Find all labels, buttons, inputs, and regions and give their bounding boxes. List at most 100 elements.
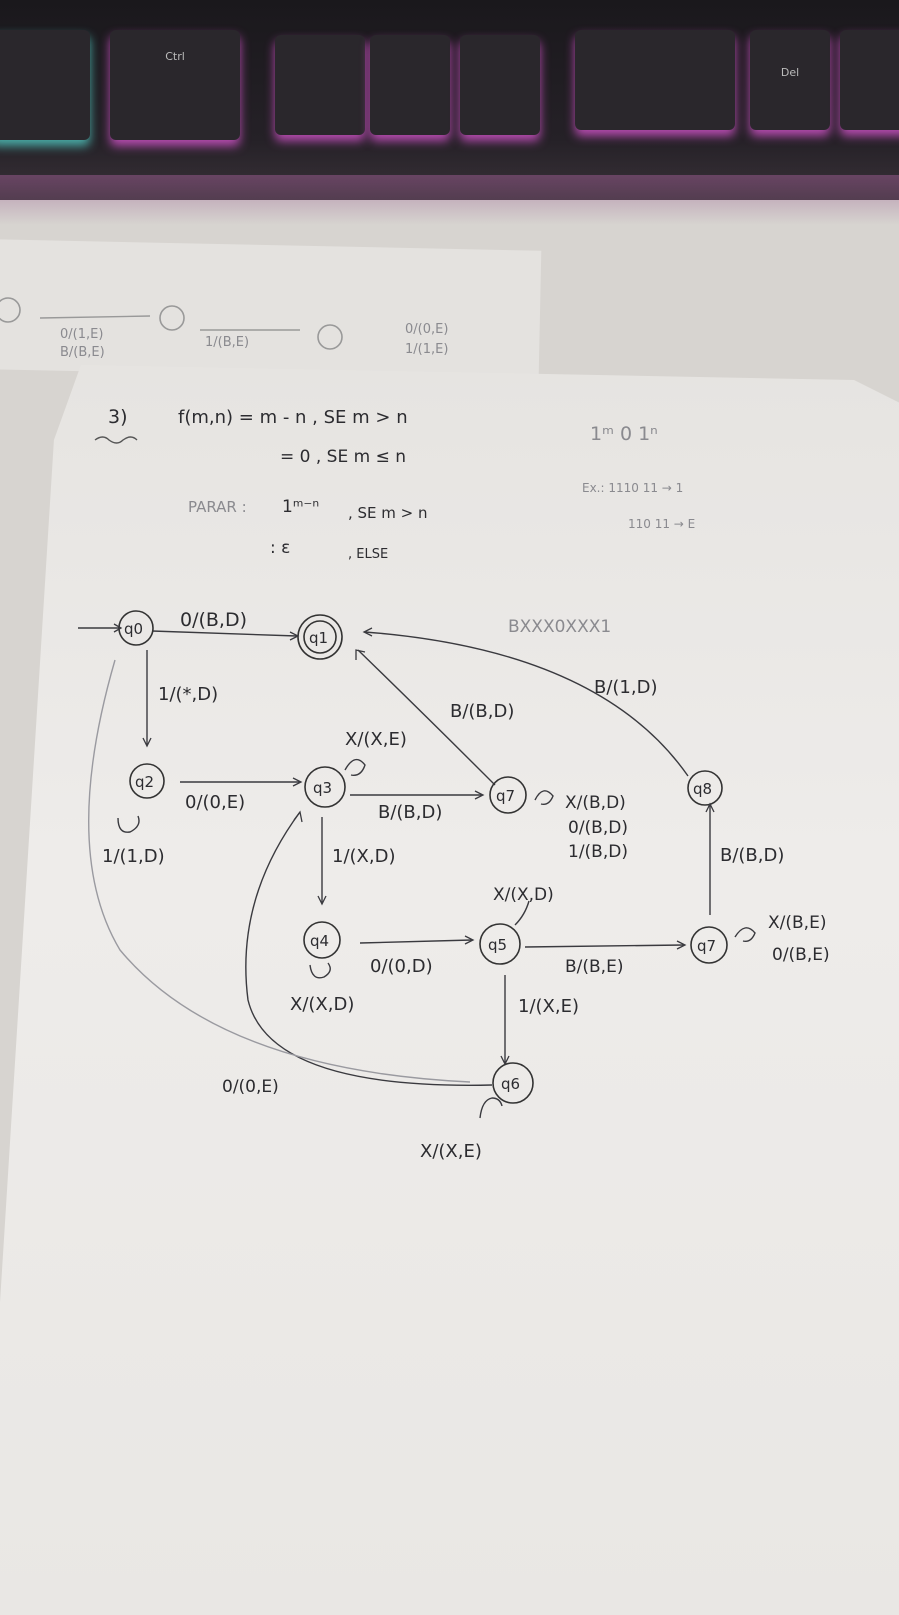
stop-condition-1: , SE m > n (348, 504, 428, 522)
arrowhead-q3-q7 (474, 790, 485, 800)
label-q2-loop: 1/(1,D) (102, 846, 165, 867)
label-q7-q1: B/(B,D) (450, 701, 514, 722)
example-2: 110 11 → E (628, 517, 695, 531)
definition-line-1: f(m,n) = m - n , SE m > n (178, 407, 408, 428)
state-q7-mid (489, 776, 527, 814)
state-q7-right-label: q7 (697, 937, 716, 955)
state-q7-mid-label: q7 (496, 787, 515, 805)
arrowhead-q4-q5 (464, 935, 475, 945)
state-q7-right (690, 926, 728, 964)
label-q3-loop: X/(X,E) (345, 729, 407, 750)
state-q4-label: q4 (310, 932, 329, 950)
states: q0 q1 q2 q3 q4 q5 q6 q7 q7 q8 (118, 610, 728, 1104)
edge-q6-q3 (245, 811, 493, 1086)
loop-q6 (479, 1097, 503, 1119)
edge-q7-q1 (357, 649, 496, 786)
state-q2 (129, 763, 165, 799)
back-label-3: 0/(0,E) (405, 322, 448, 337)
label-q7-q8: B/(B,D) (720, 845, 784, 866)
label-q5-q7: B/(B,E) (565, 957, 623, 977)
state-q6 (492, 1062, 534, 1104)
arrowhead-q5-q6 (500, 1055, 510, 1066)
label-q6-loop: X/(X,E) (420, 1141, 482, 1162)
label-q7-right-loop-x: X/(B,E) (768, 913, 826, 933)
state-q3 (304, 766, 346, 808)
definition-line-2: = 0 , SE m ≤ n (280, 447, 406, 467)
key-2 (275, 35, 365, 135)
state-q5 (479, 923, 521, 965)
label-q0-q1: 0/(B,D) (180, 609, 247, 631)
label-q3-q7: B/(B,D) (378, 802, 442, 823)
edge-q4-q5 (359, 939, 473, 944)
key-ctrl: Ctrl (110, 30, 240, 140)
item-number: 3) (108, 406, 128, 428)
state-q1 (297, 614, 343, 660)
state-q1-label: q1 (309, 629, 328, 647)
state-q2-label: q2 (135, 773, 154, 791)
language-note: 1ᵐ 0 1ⁿ (590, 423, 658, 445)
transition-labels: 0/(B,D) 1/(*,D) 1/(1,D) 0/(0,E) X/(X,E) … (102, 609, 830, 1162)
arrowhead-start (113, 623, 123, 633)
key-1 (0, 30, 90, 140)
keyboard-background: Ctrl Del (0, 0, 899, 200)
back-label-1: B/(B,E) (60, 345, 105, 360)
label-q7-loop-x: X/(B,D) (565, 793, 626, 813)
key-3 (370, 35, 450, 135)
arrowhead-q7-q1 (355, 649, 366, 660)
stop-case-2: : ε (270, 538, 290, 558)
state-q4 (303, 921, 341, 959)
arrowhead-q5-q7 (676, 940, 687, 950)
arrowhead-q0-q1 (289, 631, 300, 641)
loop-q7 (534, 790, 554, 806)
problem-statement: 3) f(m,n) = m - n , SE m > n = 0 , SE m … (94, 406, 695, 562)
edge-q0-q1 (151, 630, 298, 637)
state-q8 (687, 770, 723, 806)
stop-case-1: 1ᵐ⁻ⁿ (282, 497, 319, 517)
desk-glow (0, 175, 899, 225)
label-q7-loop-1: 1/(B,D) (568, 842, 628, 862)
label-q8-q1: B/(1,D) (594, 677, 658, 698)
key-ctrl-label: Ctrl (165, 50, 185, 63)
label-q4-loop: X/(X,D) (290, 994, 354, 1015)
back-label-0: 0/(1,E) (60, 327, 103, 342)
label-q0-q2: 1/(*,D) (158, 684, 218, 705)
back-label-4: 1/(1,E) (405, 342, 448, 357)
edge-q5-q7 (524, 944, 685, 948)
state-q6-label: q6 (501, 1075, 520, 1093)
label-q6-q3: 0/(0,E) (222, 1077, 279, 1097)
back-label-2: 1/(B,E) (205, 335, 249, 350)
faint-erased-edge (88, 659, 471, 1083)
key-6 (840, 30, 899, 130)
label-q7-loop-0: 0/(B,D) (568, 818, 628, 838)
notebook-sheet (0, 365, 899, 1615)
label-q7-right-loop-0: 0/(B,E) (772, 945, 830, 965)
example-1: Ex.: 1110 11 → 1 (582, 481, 683, 495)
back-state-q2 (159, 305, 185, 331)
state-q5-label: q5 (488, 936, 507, 954)
label-q3-q4: 1/(X,D) (332, 846, 395, 867)
label-q5-loop: X/(X,D) (493, 885, 554, 905)
arrowhead-q8-q1 (362, 627, 373, 637)
stop-label: PARAR : (188, 498, 247, 516)
label-q2-q3: 0/(0,E) (185, 792, 245, 813)
state-q0 (118, 610, 154, 646)
loop-q3 (344, 758, 366, 776)
loop-q4 (309, 962, 331, 979)
arrowhead-q2-q3 (292, 777, 303, 787)
back-state-q1 (0, 297, 21, 323)
key-4 (460, 35, 540, 135)
label-q5-q6: 1/(X,E) (518, 996, 579, 1017)
state-q1-inner (303, 620, 337, 654)
key-del-label: Del (780, 66, 800, 79)
key-5 (575, 30, 735, 130)
state-q8-label: q8 (693, 780, 712, 798)
back-sheet-sketch: 0/(1,E) B/(B,E) 1/(B,E) 0/(0,E) 1/(1,E) (0, 297, 448, 360)
state-q3-label: q3 (313, 779, 332, 797)
tape-scratch: BXXX0XXX1 (508, 617, 611, 637)
stop-condition-2: , ELSE (348, 547, 388, 562)
arrowhead-q0-q2 (142, 737, 152, 748)
label-q4-q5: 0/(0,D) (370, 956, 433, 977)
loop-q7-right (734, 927, 756, 943)
transition-edges (78, 627, 756, 1119)
